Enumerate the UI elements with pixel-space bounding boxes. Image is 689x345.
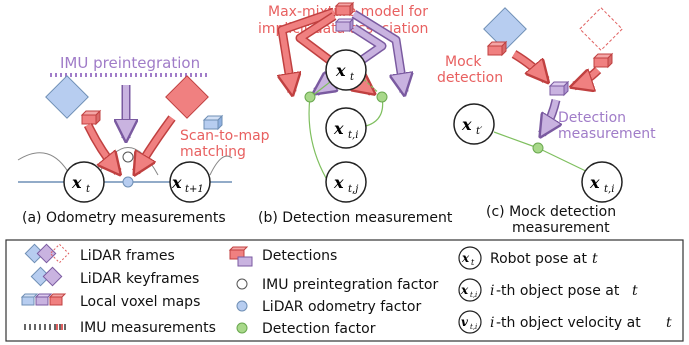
svg-text:x: x bbox=[589, 173, 600, 192]
red-arrow-outer bbox=[282, 9, 335, 92]
mock-lidar-frame-icon bbox=[483, 7, 527, 51]
caption-c-2: measurement bbox=[512, 220, 610, 236]
mock-detection-label-1: Mock bbox=[445, 54, 482, 70]
voxel-map-box-right bbox=[202, 114, 224, 131]
legend-item-imu-factor: IMU preintegration factor bbox=[236, 277, 438, 293]
svg-text:v: v bbox=[461, 315, 469, 329]
svg-text:t: t bbox=[350, 72, 355, 83]
detection-measurement-label-1: Detection bbox=[558, 110, 626, 126]
object-node-c-ti: x t,i bbox=[581, 161, 623, 203]
panel-a-odometry: IMU preintegration Scan-to-map matching bbox=[17, 54, 270, 226]
svg-text:x: x bbox=[461, 115, 472, 134]
imu-preintegration-label: IMU preintegration bbox=[60, 54, 200, 72]
detection-factor-left bbox=[304, 91, 316, 103]
svg-text:t,j: t,j bbox=[348, 184, 358, 195]
svg-text:t: t bbox=[86, 184, 91, 195]
svg-text:LiDAR odometry factor: LiDAR odometry factor bbox=[262, 299, 421, 315]
scan-to-map-label-2: matching bbox=[180, 144, 246, 160]
legend-item-lidar-factor: LiDAR odometry factor bbox=[236, 299, 421, 315]
svg-text:LiDAR keyframes: LiDAR keyframes bbox=[80, 271, 199, 287]
svg-text:IMU preintegration factor: IMU preintegration factor bbox=[262, 277, 438, 293]
svg-text:LiDAR frames: LiDAR frames bbox=[80, 248, 175, 264]
svg-text:x: x bbox=[333, 119, 344, 138]
legend-item-detections: Detections bbox=[228, 246, 337, 267]
pose-node-c-tprime: x t′ bbox=[453, 103, 495, 145]
mock-detection-box-center bbox=[548, 80, 570, 97]
svg-text:-th object velocity at: -th object velocity at bbox=[496, 315, 641, 331]
mock-arrow-right bbox=[574, 67, 601, 86]
imu-factor-node bbox=[122, 151, 134, 163]
svg-text:t,i: t,i bbox=[470, 291, 477, 299]
panel-b-detection: Max-mixture model for implicit data asso… bbox=[258, 1, 453, 226]
legend-item-local-voxel-maps: Local voxel maps bbox=[20, 293, 200, 310]
detection-factor-right bbox=[376, 91, 388, 103]
arc-right bbox=[209, 155, 233, 176]
mock-detection-label-2: detection bbox=[437, 70, 503, 86]
pose-node-t-plus-1: x t+1 bbox=[169, 161, 211, 203]
pose-node-b-t: x t bbox=[325, 49, 367, 91]
caption-b: (b) Detection measurement bbox=[258, 210, 453, 226]
object-node-b-tj: x t,j bbox=[325, 161, 367, 203]
svg-text:Robot pose at: Robot pose at bbox=[490, 251, 587, 267]
legend-item-object-pose: x t,i i -th object pose at t bbox=[458, 278, 638, 302]
svg-text:Local voxel maps: Local voxel maps bbox=[80, 294, 200, 310]
lidar-frame-icon bbox=[45, 75, 89, 119]
mock-arrow-left bbox=[512, 51, 546, 80]
svg-text:t+1: t+1 bbox=[185, 184, 204, 195]
svg-text:x: x bbox=[171, 173, 182, 192]
svg-text:x: x bbox=[333, 173, 344, 192]
legend-item-robot-pose: x t Robot pose at t bbox=[458, 246, 598, 270]
lidar-keyframe-icon bbox=[165, 75, 209, 119]
svg-text:i: i bbox=[490, 315, 494, 331]
caption-a: (a) Odometry measurements bbox=[22, 210, 226, 226]
lidar-arrow-right bbox=[136, 116, 175, 172]
svg-text:t,i: t,i bbox=[470, 323, 477, 331]
mock-dashed-frame-icon bbox=[579, 7, 623, 51]
lidar-arrow-left bbox=[85, 123, 118, 172]
detection-box-bottom bbox=[334, 17, 355, 33]
svg-text:t,i: t,i bbox=[604, 184, 614, 195]
caption-c-1: (c) Mock detection bbox=[486, 204, 616, 220]
lidar-odometry-factor-node bbox=[122, 176, 134, 188]
svg-text:Detection factor: Detection factor bbox=[262, 321, 376, 337]
svg-text:t: t bbox=[592, 251, 598, 267]
purple-arrow-outer bbox=[352, 11, 404, 92]
mock-detection-factor bbox=[532, 142, 544, 154]
svg-text:Detections: Detections bbox=[262, 248, 337, 264]
legend-item-lidar-keyframes: LiDAR keyframes bbox=[30, 266, 199, 287]
detection-box-left bbox=[80, 109, 102, 126]
svg-text:t,i: t,i bbox=[348, 130, 358, 141]
legend-frame bbox=[5, 239, 684, 342]
svg-text:IMU measurements: IMU measurements bbox=[80, 320, 216, 336]
legend-item-detection-factor: Detection factor bbox=[236, 321, 376, 337]
scan-to-map-label-1: Scan-to-map bbox=[180, 128, 270, 144]
svg-text:t′: t′ bbox=[476, 126, 483, 137]
panel-c-mock-detection: Mock detection Detection measurement x t… bbox=[437, 7, 656, 236]
svg-text:t: t bbox=[471, 258, 475, 267]
svg-text:-th object pose at: -th object pose at bbox=[496, 283, 620, 299]
object-node-b-ti: x t,i bbox=[325, 107, 367, 149]
mock-detection-box-right bbox=[592, 52, 614, 69]
detection-measurement-label-2: measurement bbox=[558, 126, 656, 142]
svg-text:i: i bbox=[490, 283, 494, 299]
detection-box-top bbox=[334, 1, 355, 17]
arc-left bbox=[17, 152, 71, 176]
svg-text:t: t bbox=[632, 283, 638, 299]
svg-text:x: x bbox=[461, 251, 470, 265]
svg-text:x: x bbox=[460, 283, 469, 297]
pose-node-t: x t bbox=[63, 161, 105, 203]
legend-item-imu-measurements: IMU measurements bbox=[24, 320, 216, 336]
legend-item-lidar-frames: LiDAR frames bbox=[24, 243, 175, 264]
svg-text:x: x bbox=[335, 61, 346, 80]
mock-measurement-arrow bbox=[542, 99, 556, 134]
mock-detection-box-left bbox=[486, 40, 508, 57]
legend: LiDAR frames LiDAR keyframes Local voxel… bbox=[5, 239, 684, 342]
legend-item-object-velocity: v t,i i -th object velocity at t bbox=[458, 310, 672, 334]
svg-text:t: t bbox=[666, 315, 672, 331]
svg-text:x: x bbox=[71, 173, 82, 192]
detection-edge-left bbox=[308, 96, 327, 179]
